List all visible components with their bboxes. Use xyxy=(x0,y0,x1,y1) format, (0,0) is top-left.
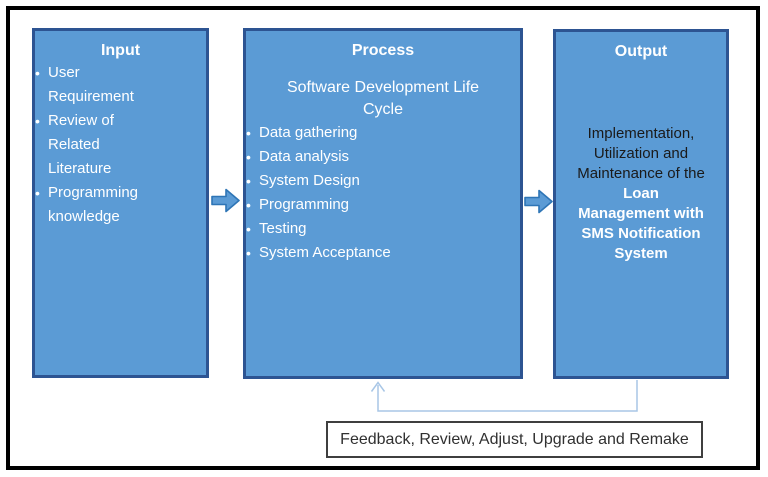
list-item: User Requirement xyxy=(35,61,153,109)
list-item: Review of Related Literature xyxy=(35,109,153,181)
up-arrowhead-icon xyxy=(370,381,386,392)
output-box: Output Implementation, Utilization and M… xyxy=(553,29,729,379)
output-line: Management with xyxy=(578,205,704,222)
feedback-box: Feedback, Review, Adjust, Upgrade and Re… xyxy=(326,421,703,458)
output-line: System xyxy=(614,245,668,262)
list-item: Testing xyxy=(246,217,520,241)
list-item: System Design xyxy=(246,169,520,193)
output-line: SMS Notification xyxy=(581,225,701,242)
output-line: Loan xyxy=(623,185,659,202)
feedback-label: Feedback, Review, Adjust, Upgrade and Re… xyxy=(340,430,689,448)
right-arrow-icon xyxy=(524,189,553,214)
input-bullet-list: User Requirement Review of Related Liter… xyxy=(35,61,206,229)
output-title: Output xyxy=(614,43,668,60)
list-item: Programming knowledge xyxy=(35,181,153,229)
process-title: Process xyxy=(351,42,415,59)
output-description: Implementation, Utilization and Maintena… xyxy=(556,124,726,264)
right-arrow-icon xyxy=(211,188,240,213)
list-item: Data gathering xyxy=(246,121,520,145)
process-subtitle: Software Development Life Cycle xyxy=(286,79,480,118)
output-line: Implementation, xyxy=(587,125,695,142)
input-box: Input User Requirement Review of Related… xyxy=(32,28,209,378)
list-item: Programming xyxy=(246,193,520,217)
list-item: Data analysis xyxy=(246,145,520,169)
process-box: Process Software Development Life Cycle … xyxy=(243,28,523,379)
output-line: Maintenance of the xyxy=(577,165,705,182)
output-line: Utilization and xyxy=(593,145,689,162)
input-title: Input xyxy=(100,42,141,59)
list-item: System Acceptance xyxy=(246,241,520,265)
process-bullet-list: Data gathering Data analysis System Desi… xyxy=(246,121,520,265)
